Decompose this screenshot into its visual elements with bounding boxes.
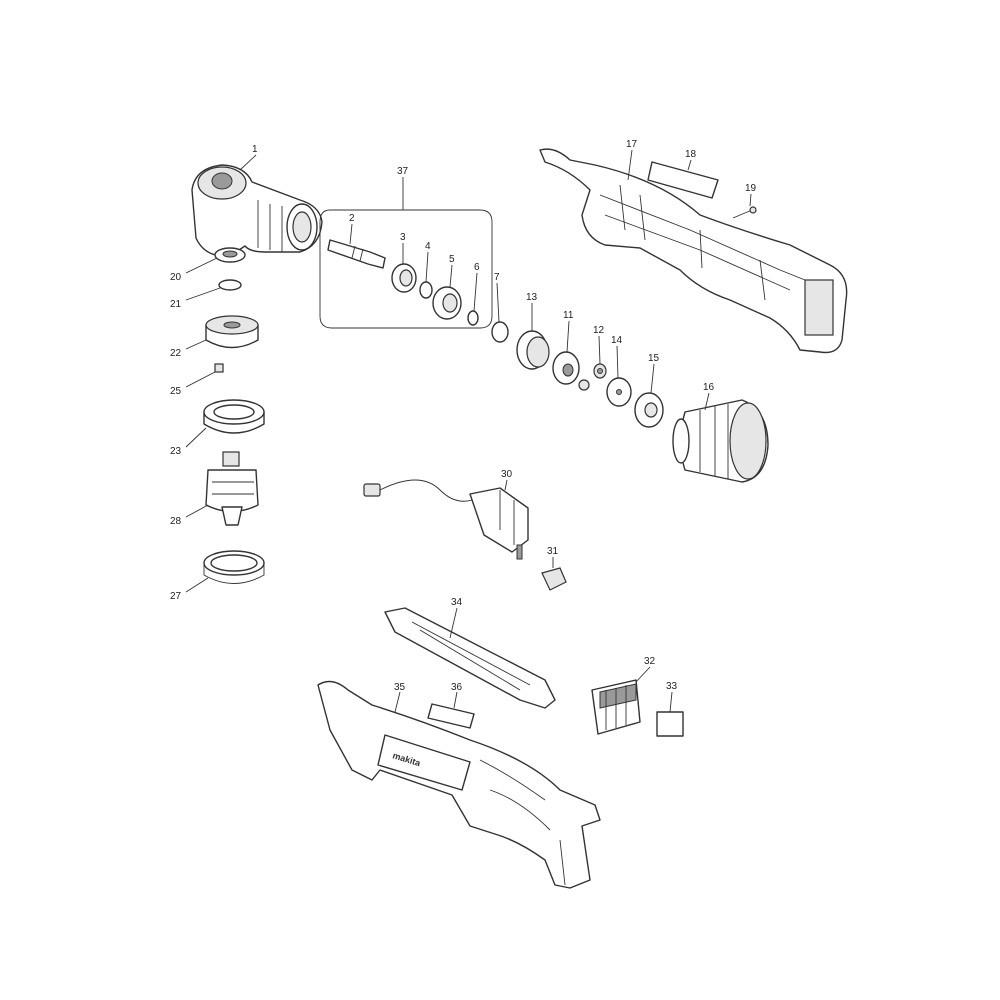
- label-28: 28: [170, 516, 182, 527]
- label-1: 1: [252, 144, 258, 155]
- part-21-ring: [218, 279, 242, 291]
- part-number-labels: 1 37 2 3 4 5 6 7 13 11 12 14 15 16 17 18…: [170, 139, 757, 693]
- label-6: 6: [474, 262, 480, 273]
- part-19-screw: [732, 206, 757, 219]
- part-5-bearing: [432, 286, 462, 320]
- part-36-label: [427, 703, 475, 729]
- part-18-label: [647, 161, 719, 199]
- label-11: 11: [563, 310, 574, 321]
- label-20: 20: [170, 272, 182, 283]
- part-14-washer: [606, 377, 632, 407]
- label-13: 13: [526, 292, 538, 303]
- part-16-motor: [672, 399, 769, 483]
- label-15: 15: [648, 353, 660, 364]
- part-25-key: [214, 363, 224, 373]
- part-15-plate: [634, 392, 664, 428]
- part-1-angle-head: [191, 164, 323, 257]
- label-2: 2: [349, 213, 355, 224]
- part-28-clutch-assembly: [205, 451, 259, 526]
- label-27: 27: [170, 591, 182, 602]
- label-16: 16: [703, 382, 715, 393]
- part-22-gear: [205, 315, 259, 349]
- label-35: 35: [394, 682, 406, 693]
- label-30: 30: [501, 469, 513, 480]
- label-17: 17: [626, 139, 638, 150]
- part-23-ring: [203, 399, 265, 434]
- label-3: 3: [400, 232, 406, 243]
- part-33-label: [656, 711, 684, 737]
- part-13-ring-gear: [516, 330, 550, 370]
- label-18: 18: [685, 149, 697, 160]
- label-23: 23: [170, 446, 182, 457]
- part-3-bearing: [391, 263, 417, 293]
- label-21: 21: [170, 299, 182, 310]
- part-17-housing: [539, 148, 848, 354]
- label-25: 25: [170, 386, 182, 397]
- label-14: 14: [611, 335, 623, 346]
- label-32: 32: [644, 656, 656, 667]
- part-4-ring: [419, 281, 433, 299]
- part-27-ring: [203, 550, 265, 584]
- part-32-heatsink: [591, 679, 641, 735]
- label-7: 7: [494, 272, 500, 283]
- part-31-button: [541, 567, 567, 591]
- label-4: 4: [425, 241, 431, 252]
- label-36: 36: [451, 682, 463, 693]
- part-30-switch: [363, 479, 529, 560]
- part-12-gear: [593, 363, 607, 379]
- part-11-carrier: [552, 351, 590, 391]
- label-12: 12: [593, 325, 605, 336]
- part-2-spindle: [327, 239, 386, 269]
- part-6-retaining-ring: [467, 310, 479, 326]
- label-5: 5: [449, 254, 455, 265]
- label-33: 33: [666, 681, 678, 692]
- assembly-37-outline: [319, 209, 493, 329]
- label-31: 31: [547, 546, 559, 557]
- label-34: 34: [451, 597, 463, 608]
- part-34-plate: [384, 607, 556, 709]
- part-7-snap-ring: [491, 321, 509, 343]
- label-37: 37: [397, 166, 409, 177]
- part-35-housing: makita: [317, 680, 601, 889]
- label-22: 22: [170, 348, 182, 359]
- part-20-bearing: [214, 247, 246, 263]
- label-19: 19: [745, 183, 757, 194]
